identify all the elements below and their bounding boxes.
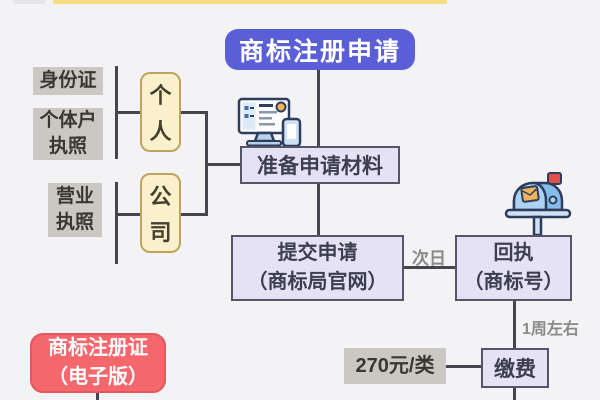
step-line: （商标号） — [463, 271, 564, 293]
node-company-char: 公 — [149, 184, 172, 209]
label-line: 营业 — [55, 186, 94, 208]
label-individual-license: 个体户 执照 — [33, 108, 103, 160]
step-submit-application: 提交申请 （商标局官网） — [231, 235, 404, 301]
label-line: 个体户 — [39, 110, 97, 132]
mailbox-icon — [502, 170, 574, 237]
node-person-char: 人 — [149, 119, 172, 144]
label-business-license: 营业 执照 — [48, 183, 102, 237]
node-company: 公 司 — [140, 173, 181, 253]
connector-company-to-merge — [180, 213, 208, 216]
connector-prepare-to-submit — [317, 183, 320, 236]
step-line: 提交申请 — [277, 242, 358, 264]
label-line: 执照 — [48, 136, 87, 157]
node-person-char: 个 — [149, 83, 172, 108]
connector-fee-to-pay — [445, 365, 483, 368]
label-line: 执照 — [55, 212, 94, 233]
step-receipt: 回执 （商标号） — [455, 235, 572, 301]
label-fee-amount: 270元/类 — [344, 348, 446, 384]
node-company-char: 司 — [149, 220, 172, 245]
bracket-company-vertical — [115, 182, 118, 264]
highlight-underline — [53, 0, 447, 4]
cut-off-artifact — [12, 0, 46, 4]
label-id-card: 身份证 — [33, 67, 103, 95]
connector-merge-to-prepare — [205, 163, 240, 166]
step-line: 回执 — [493, 242, 534, 264]
annotation-next-day: 次日 — [412, 249, 446, 268]
title-trademark-application: 商标注册申请 — [225, 29, 415, 70]
step-line: （商标局官网） — [247, 271, 388, 293]
connector-receipt-to-pay — [513, 300, 516, 349]
bracket-person-stub — [115, 111, 141, 114]
node-person: 个 人 — [140, 72, 181, 152]
step-certificate: 商标注册证 （电子版） — [30, 333, 166, 393]
step-pay-fee: 缴费 — [481, 348, 549, 388]
annotation-one-week: 1周左右 — [522, 321, 579, 338]
connector-title-to-prepare — [317, 70, 320, 147]
connector-person-to-merge — [180, 111, 208, 114]
computer-icon — [237, 97, 303, 148]
connector-cert-down — [96, 392, 99, 400]
connector-submit-to-receipt — [403, 266, 457, 269]
step-line: 商标注册证 — [48, 337, 148, 359]
step-prepare-materials: 准备申请材料 — [240, 146, 400, 184]
step-line: （电子版） — [48, 366, 148, 388]
connector-pay-down — [513, 386, 516, 400]
bracket-company-stub — [115, 213, 141, 216]
